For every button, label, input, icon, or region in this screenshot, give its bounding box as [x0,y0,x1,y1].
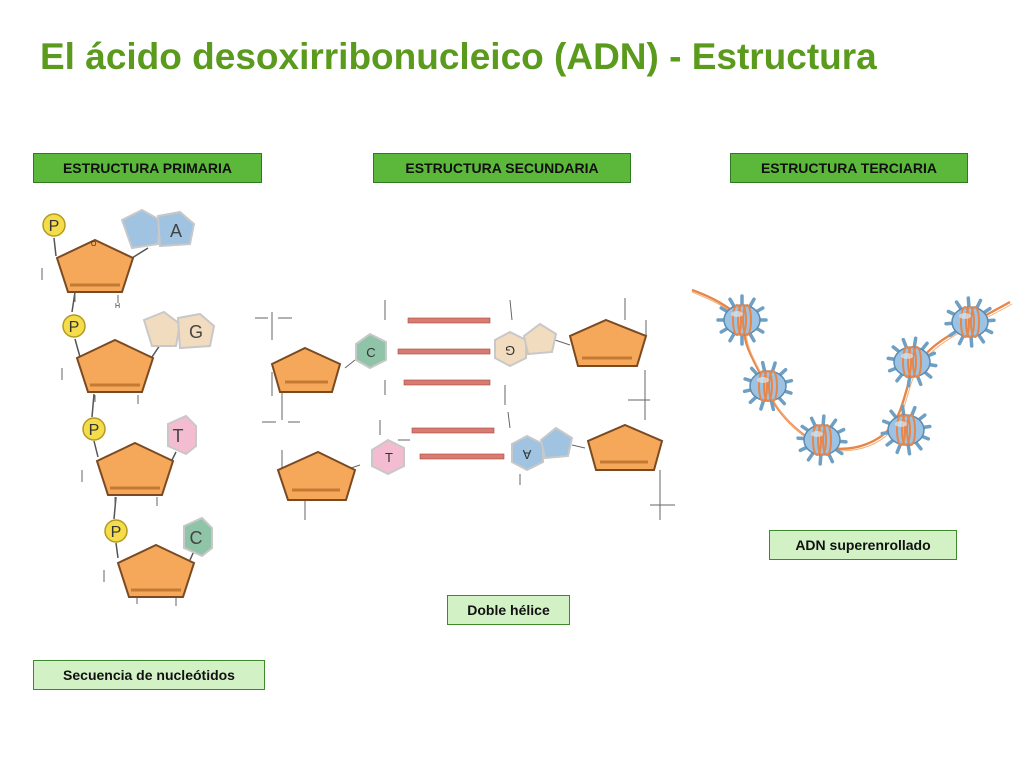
base-T [371,438,405,476]
sugar-right-1 [568,318,648,367]
sugar-left-1 [270,346,342,393]
double-helix-diagram: C G T A [255,298,675,520]
oxygen-label: O [91,241,97,248]
phosphate-3 [82,417,106,441]
base-G-pentagon [522,322,558,356]
base-G-hexagon [494,330,527,368]
base-A-label: A [522,447,531,462]
phosphate-1 [42,213,66,237]
base-C-hexagon [183,516,213,558]
caption-secondary: Doble hélice [447,595,570,625]
nucleotide-sequence-diagram: O H P A P G P T P C [41,208,216,606]
nucleosome [880,404,932,456]
caption-primary: Secuencia de nucleótidos [33,660,265,690]
base-C [355,332,387,370]
nucleosome [944,296,996,348]
header-tertiary-structure: ESTRUCTURA TERCIARIA [730,153,968,183]
deoxyribose-sugar-2 [75,338,155,393]
base-A-pentagon [120,208,162,250]
header-primary-structure: ESTRUCTURA PRIMARIA [33,153,262,183]
base-A-hexagon [156,210,196,248]
base-C-label: C [190,528,203,548]
nucleosome [886,336,938,388]
hydrogen-label: H [115,303,120,310]
phosphate-4 [104,519,128,543]
caption-tertiary: ADN superenrollado [769,530,957,560]
phosphate-label: P [89,422,100,439]
base-T-hexagon [167,414,197,456]
base-A-pentagon [539,426,574,460]
hydrogen-bonds [397,317,505,460]
deoxyribose-sugar-4 [116,543,196,598]
base-T-label: T [385,450,393,465]
phosphate-label: P [49,218,60,235]
phosphate-label: P [69,319,80,336]
base-G-pentagon [142,310,182,347]
nucleosome [796,414,848,466]
header-secondary-structure: ESTRUCTURA SECUNDARIA [373,153,631,183]
base-G-label: G [505,343,515,358]
base-G-label: G [189,322,203,342]
supercoiled-dna-diagram [691,288,1013,466]
base-G-hexagon [176,312,216,350]
sugar-right-2 [586,423,664,471]
sugar-left-2 [276,450,357,501]
nucleosome [716,294,768,346]
phosphate-2 [62,314,86,338]
base-A-label: A [170,221,182,241]
phosphate-label: P [111,524,122,541]
deoxyribose-sugar-1 [55,238,135,293]
base-T-label: T [173,426,184,446]
base-A-hexagon [511,434,544,472]
nucleosome [742,360,794,412]
page-title: El ácido desoxirribonucleico (ADN) - Est… [40,36,877,77]
deoxyribose-sugar-3 [95,441,175,496]
base-C-label: C [366,345,375,360]
